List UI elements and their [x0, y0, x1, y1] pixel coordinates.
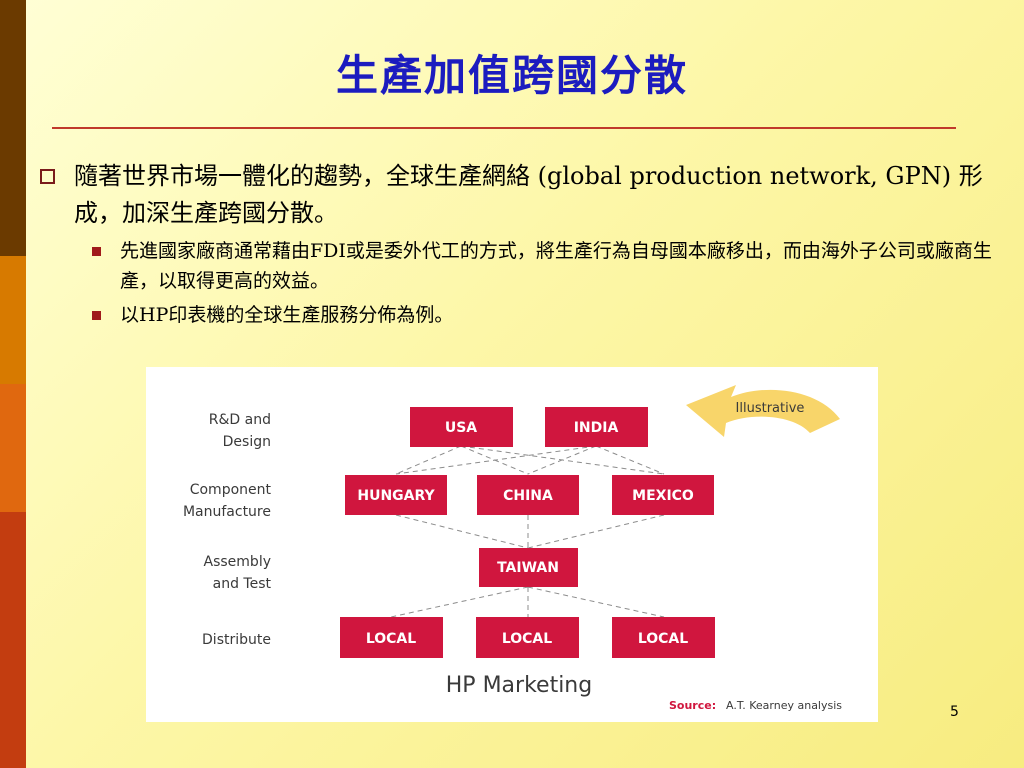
sub-bullet: 先進國家廠商通常藉由FDI或是委外代工的方式，將生產行為自母國本廠移出，而由海外…	[40, 236, 1000, 296]
sub-bullet-text: 先進國家廠商通常藉由FDI或是委外代工的方式，將生產行為自母國本廠移出，而由海外…	[120, 240, 992, 292]
node-label: MEXICO	[632, 488, 694, 504]
diagram-caption: HP Marketing	[446, 673, 592, 698]
node-label: CHINA	[503, 488, 553, 504]
sub-bullet: 以HP印表機的全球生產服務分佈為例。	[40, 300, 1000, 330]
node-label: TAIWAN	[497, 560, 559, 576]
slide-number: 5	[950, 704, 959, 720]
node-mexico	[612, 475, 714, 515]
row-label: Manufacture	[183, 504, 271, 520]
bullet-list: 隨著世界市場一體化的趨勢，全球生產網絡 (global production n…	[40, 158, 1000, 330]
row-label: Component	[190, 482, 272, 498]
sidebar-band	[0, 0, 26, 256]
node-label: LOCAL	[366, 631, 416, 647]
callout-label: Illustrative	[736, 401, 805, 416]
sidebar-band	[0, 256, 26, 384]
sub-bullet-text: 以HP印表機的全球生產服務分佈為例。	[120, 304, 454, 326]
row-label: R&D and	[209, 412, 271, 428]
node-label: USA	[445, 420, 477, 436]
square-bullet-icon	[92, 311, 101, 320]
title-divider	[52, 127, 956, 129]
main-bullet-text: 隨著世界市場一體化的趨勢，全球生產網絡 (global production n…	[74, 162, 983, 227]
hollow-square-bullet-icon	[40, 169, 55, 184]
sidebar-stripe	[0, 0, 26, 768]
callout-arrow-icon	[686, 385, 840, 437]
node-label: LOCAL	[502, 631, 552, 647]
node-local	[476, 617, 579, 658]
hp-production-network-diagram: R&D and Design Component Manufacture Ass…	[146, 367, 878, 722]
row-label: Assembly	[204, 554, 271, 570]
node-local	[340, 617, 443, 658]
square-bullet-icon	[92, 247, 101, 256]
main-bullet: 隨著世界市場一體化的趨勢，全球生產網絡 (global production n…	[40, 158, 1000, 232]
source-label: Source:	[669, 699, 716, 712]
node-hungary	[345, 475, 447, 515]
sidebar-band	[0, 512, 26, 768]
node-label: INDIA	[574, 420, 619, 436]
node-label: HUNGARY	[357, 488, 435, 504]
node-taiwan	[479, 548, 578, 587]
node-india	[545, 407, 648, 447]
slide-title: 生產加值跨國分散	[335, 51, 688, 100]
row-label: Design	[223, 434, 271, 450]
sidebar-band	[0, 384, 26, 512]
node-china	[477, 475, 579, 515]
node-local	[612, 617, 715, 658]
source-text: A.T. Kearney analysis	[726, 699, 842, 712]
node-usa	[410, 407, 513, 447]
row-label: Distribute	[202, 632, 271, 648]
connector-lines	[390, 445, 665, 618]
node-label: LOCAL	[638, 631, 688, 647]
row-label: and Test	[213, 576, 272, 592]
